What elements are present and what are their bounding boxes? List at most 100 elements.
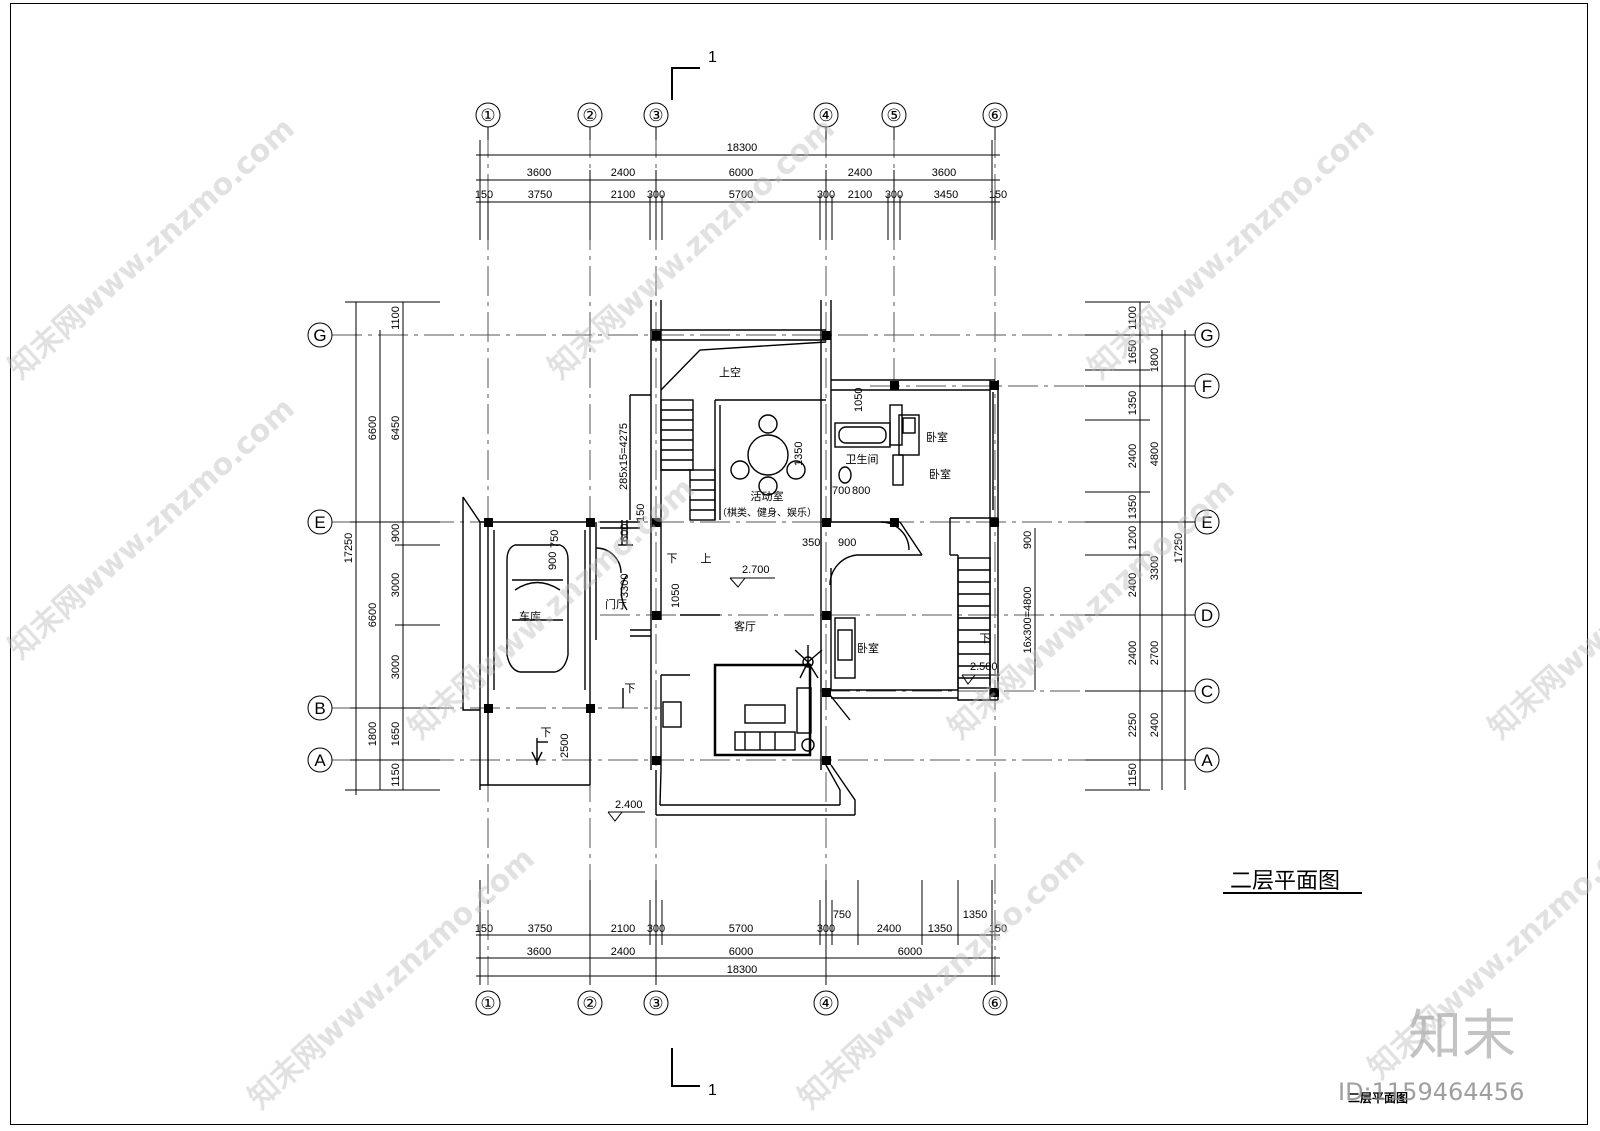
bottom-dimension-lines [476,880,1000,985]
left-outer-0: 6600 [367,416,379,440]
dim-1050-bath: 1050 [853,388,865,412]
right-outer-2: 3300 [1149,556,1161,580]
top-r2-6: 2100 [848,189,872,201]
axis-3-top: ③ [648,106,663,125]
bot-r2-8: 1350 [928,923,952,935]
axis-6-bottom: ⑥ [987,994,1002,1013]
axis-labels: ① ② ③ ④ ⑤ ⑥ ① ② ③ ④ ⑥ G E B A G F E D C … [313,106,1213,1013]
up-label: 上 [701,552,712,565]
axis-bubbles-top [475,102,1008,140]
dim-2500: 2500 [559,734,571,758]
down-label-4: 下 [980,633,991,645]
down-label-3: 下 [541,727,552,739]
stair-dim-left: 285x15=4275 [618,423,630,490]
room-labels: 上空 活动室 （棋类、健身、娱乐） 卫生间 卧室 卧室 卧室 车库 门厅 客厅 … [519,365,991,739]
dim-750: 750 [549,530,561,548]
watermark-site-8: 知末网www.znzmo.com [242,841,542,1116]
right-900: 900 [1022,531,1034,549]
right-outer-3: 2700 [1149,641,1161,665]
dim-1050-living: 1050 [670,584,682,608]
foyer-label: 门厅 [605,597,627,611]
top-r2-1: 3750 [528,189,552,201]
columns [484,331,999,765]
bot-r2-7: 2400 [877,923,901,935]
axis-E-left: E [314,513,325,532]
right-outer-4: 2400 [1149,713,1161,737]
top-dimension-lines [476,140,1000,240]
right-inner-8: 2250 [1127,713,1139,737]
level-markers [607,577,1000,822]
top-r2-0: 150 [475,189,493,201]
dim-900: 900 [838,537,856,549]
top-r2-7: 300 [885,189,903,201]
right-inner-1: 1650 [1127,340,1139,364]
level-2400: 2.400 [615,799,643,811]
section-mark-bottom: 1 [708,1082,717,1099]
top-r1-3: 2400 [848,167,872,179]
void-label: 上空 [719,365,741,379]
bot-r1-3: 6000 [898,946,922,958]
bathroom-label: 卫生间 [846,452,879,466]
top-r2-3: 300 [647,189,665,201]
dim-1350: 1350 [793,442,805,466]
watermark-site-2: 知末网www.znzmo.com [542,111,842,386]
bedroom3-label: 卧室 [857,641,879,655]
axis-4-bottom: ④ [818,994,833,1013]
dim-700: 700 [832,485,850,497]
watermark-site-3: 知末网www.znzmo.com [1082,111,1382,386]
left-outer-3: 1150 [390,763,402,787]
top-r2-2: 2100 [611,189,635,201]
left-total: 17250 [343,533,355,564]
top-r2-4: 5700 [729,189,753,201]
axis-B-left: B [314,699,325,718]
activity-label: 活动室 [751,489,784,503]
right-inner-4: 1350 [1127,495,1139,519]
axis-bubbles-left [307,322,333,773]
axis-1-bottom: ① [480,994,495,1013]
left-dims-text: 17250 6600 6600 1800 1150 1100 6450 900 … [343,306,402,787]
right-inner-0: 1100 [1127,306,1139,330]
plant-icon [794,645,823,679]
drawing-frame [10,3,1588,1125]
dim-350: 350 [802,537,820,549]
car-icon [506,544,569,673]
axis-2-top: ② [582,106,597,125]
axis-4-top: ④ [818,106,833,125]
left-mid-2: 3000 [390,655,402,679]
top-r1-4: 3600 [932,167,956,179]
right-inner-6: 2400 [1127,573,1139,597]
right-inner-5: 1200 [1127,526,1139,550]
watermark-site-9: 知末网www.znzmo.com [792,841,1092,1116]
top-total: 18300 [727,142,758,154]
bedroom2-label: 卧室 [929,467,951,481]
right-outer-0: 1800 [1149,348,1161,372]
watermark-site-1: 知末网www.znzmo.com [2,111,302,386]
bedroom1-label: 卧室 [926,430,948,444]
dim-600: 600 [619,524,631,542]
section-labels: 1 1 [708,49,717,1099]
axis-bubbles-bottom [475,990,1008,1016]
top-r2-8: 3450 [934,189,958,201]
bot-r2-5: 300 [817,923,835,935]
axis-A-right: A [1201,751,1213,770]
bot-r2-6: 750 [833,909,851,921]
watermark-layer: 知末网www.znzmo.com 知末网www.znzmo.com 知末网www… [2,111,1600,1116]
right-total: 17250 [1173,533,1185,564]
dim-800: 800 [852,485,870,497]
right-inner-2: 1350 [1127,391,1139,415]
right-inner-7: 2400 [1127,641,1139,665]
top-dims-text: 18300 3600 2400 6000 2400 3600 150 3750 … [475,142,1007,201]
dim-900-garage: 900 [547,552,559,570]
bot-r2-4: 5700 [729,923,753,935]
activity-sub-label: （棋类、健身、娱乐） [717,506,817,519]
watermark-site-10: 知末网www.znzmo.com [1482,471,1600,746]
bot-r1-1: 2400 [611,946,635,958]
section-mark-top: 1 [708,49,717,66]
right-outer-1: 4800 [1149,442,1161,466]
bot-r2-1: 3750 [528,923,552,935]
bot-r1-2: 6000 [729,946,753,958]
bottom-total: 18300 [727,964,758,976]
axis-A-left: A [314,751,326,770]
drawing-title: 二层平面图 [1230,868,1340,893]
bot-r1-0: 3600 [527,946,551,958]
